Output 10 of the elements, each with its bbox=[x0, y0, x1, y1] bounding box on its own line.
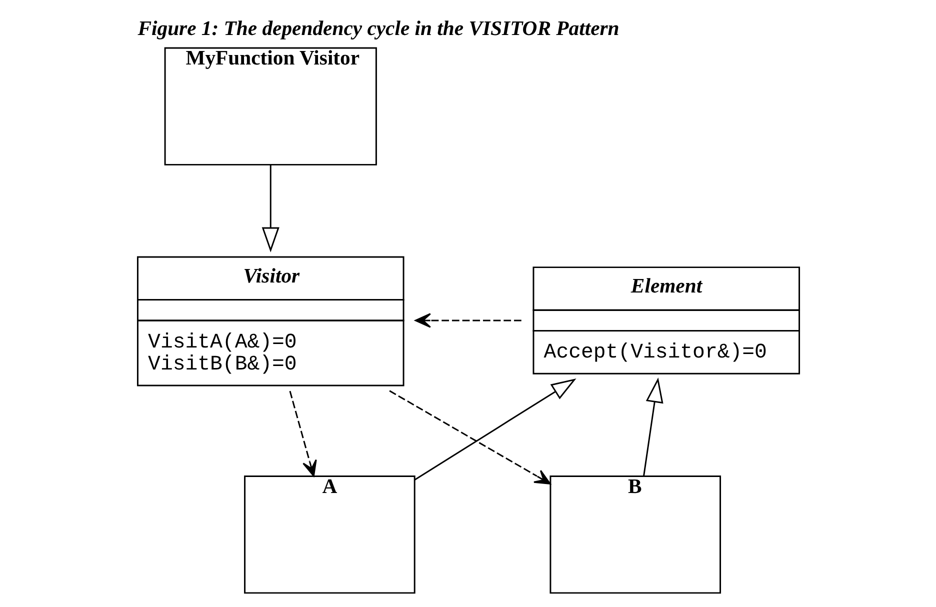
arrow bbox=[288, 390, 316, 477]
node-box: MyFunction Visitor bbox=[164, 47, 376, 166]
arrow bbox=[261, 164, 279, 252]
node-box: A bbox=[244, 476, 415, 594]
node-box: B bbox=[549, 476, 721, 594]
arrow bbox=[642, 377, 663, 476]
diagram-title: Figure 1: The dependency cycle in the VISITOR Pattern bbox=[137, 18, 619, 40]
arrow bbox=[414, 378, 576, 480]
arrow bbox=[388, 390, 550, 484]
arrow bbox=[414, 313, 521, 328]
